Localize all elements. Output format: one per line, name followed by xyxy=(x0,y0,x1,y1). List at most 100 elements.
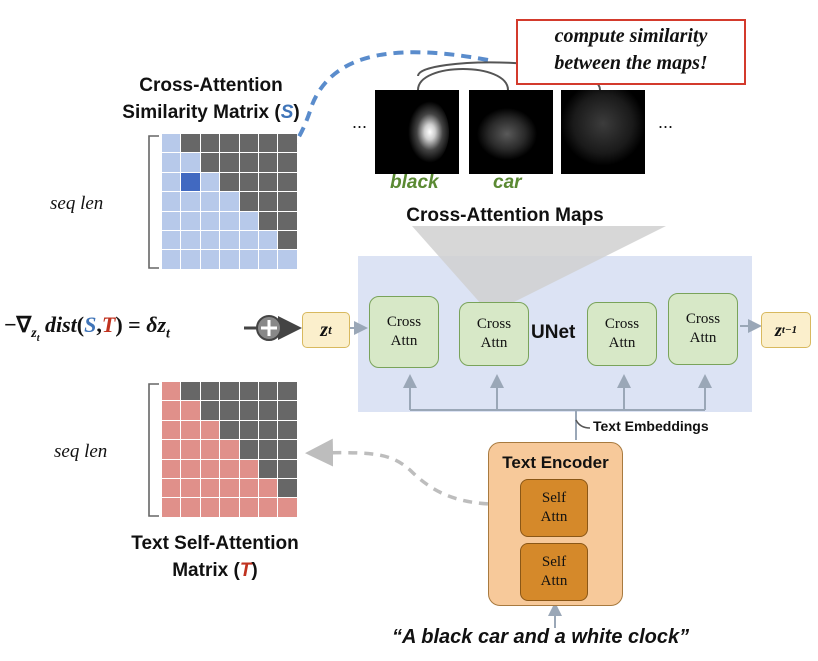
self-attn-title-line1: Text Self-Attention xyxy=(131,533,299,554)
matrix-cell xyxy=(220,172,239,192)
matrix-cell xyxy=(258,382,278,401)
matrix-cell xyxy=(239,153,258,172)
matrix-cell xyxy=(200,134,220,153)
map-word-car: car xyxy=(493,172,522,193)
plus-circle xyxy=(256,315,282,341)
matrix-cell xyxy=(220,440,239,459)
matrix-cell xyxy=(220,230,239,250)
attention-map-other xyxy=(561,90,645,174)
matrix-cell xyxy=(278,153,297,172)
attention-map-car xyxy=(469,90,553,174)
matrix-cell xyxy=(239,459,258,478)
matrix-cell xyxy=(181,172,200,192)
annotation-line2: between the maps! xyxy=(554,52,708,74)
self-attn-seq-label: seq len xyxy=(54,441,108,462)
prompt-text: “A black car and a white clock” xyxy=(392,626,690,648)
attention-map-black xyxy=(375,90,459,174)
matrix-cell xyxy=(258,153,278,172)
matrix-cell xyxy=(162,420,181,440)
matrix-cell xyxy=(162,172,181,192)
matrix-cell xyxy=(181,250,200,269)
matrix-cell xyxy=(181,134,200,153)
matrix-cell xyxy=(258,211,278,230)
similarity-seq-label: seq len xyxy=(50,193,104,214)
attention-maps-title: Cross-Attention Maps xyxy=(406,205,604,226)
matrix-cell xyxy=(239,172,258,192)
text-encoder-label: Text Encoder xyxy=(502,453,609,472)
similarity-matrix-grid xyxy=(162,134,297,269)
matrix-cell xyxy=(239,230,258,250)
matrix-cell xyxy=(162,192,181,211)
matrix-cell xyxy=(162,134,181,153)
matrix-cell xyxy=(162,440,181,459)
matrix-cell xyxy=(200,172,220,192)
self-attn-title-line2: Matrix (T) xyxy=(172,560,258,581)
gradient-equation: −∇zt dist(S,T) = δzt xyxy=(4,312,170,345)
matrix-cell xyxy=(181,153,200,172)
matrix-cell xyxy=(220,250,239,269)
unet-label: UNet xyxy=(531,322,576,343)
matrix-cell xyxy=(258,134,278,153)
matrix-cell xyxy=(278,382,297,401)
attention-funnel xyxy=(412,226,666,314)
matrix-cell xyxy=(258,420,278,440)
matrix-cell xyxy=(278,459,297,478)
matrix-cell xyxy=(162,401,181,420)
self-attn-arrow xyxy=(305,438,521,507)
matrix-cell xyxy=(278,172,297,192)
matrix-cell xyxy=(278,211,297,230)
matrix-cell xyxy=(181,401,200,420)
unet-body-fill xyxy=(358,256,752,412)
matrix-cell xyxy=(278,134,297,153)
matrix-cell xyxy=(200,250,220,269)
matrix-cell xyxy=(181,230,200,250)
matrix-cell xyxy=(200,153,220,172)
matrix-cell xyxy=(181,498,200,517)
matrix-cell xyxy=(258,230,278,250)
annotation-line1: compute similarity xyxy=(554,25,708,47)
matrix-cell xyxy=(258,172,278,192)
matrix-cell xyxy=(258,478,278,498)
matrix-cell xyxy=(162,153,181,172)
matrix-cell xyxy=(181,211,200,230)
maps-ellipsis-left: ... xyxy=(352,112,368,132)
matrix-cell xyxy=(200,211,220,230)
matrix-cell xyxy=(181,440,200,459)
matrix-cell xyxy=(200,401,220,420)
matrix-cell xyxy=(258,250,278,269)
matrix-cell xyxy=(278,230,297,250)
matrix-cell xyxy=(162,230,181,250)
matrix-cell xyxy=(278,192,297,211)
matrix-cell xyxy=(181,478,200,498)
matrix-cell xyxy=(239,211,258,230)
matrix-cell xyxy=(239,478,258,498)
matrix-cell xyxy=(220,153,239,172)
matrix-cell xyxy=(200,498,220,517)
matrix-cell xyxy=(220,382,239,401)
matrix-cell xyxy=(239,250,258,269)
matrix-cell xyxy=(278,478,297,498)
matrix-cell xyxy=(200,459,220,478)
matrix-cell xyxy=(278,498,297,517)
matrix-cell xyxy=(200,382,220,401)
embed-label-hook xyxy=(575,419,591,429)
similarity-matrix-title: Cross-Attention Similarity Matrix (S) xyxy=(96,72,326,126)
matrix-cell xyxy=(239,134,258,153)
matrix-cell xyxy=(239,498,258,517)
matrix-cell xyxy=(220,211,239,230)
matrix-cell xyxy=(220,420,239,440)
matrix-cell xyxy=(220,498,239,517)
matrix-cell xyxy=(258,459,278,478)
matrix-cell xyxy=(220,134,239,153)
matrix-cell xyxy=(200,440,220,459)
self-attention-matrix-title: Text Self-Attention Matrix (T) xyxy=(100,530,330,584)
matrix-cell xyxy=(181,192,200,211)
